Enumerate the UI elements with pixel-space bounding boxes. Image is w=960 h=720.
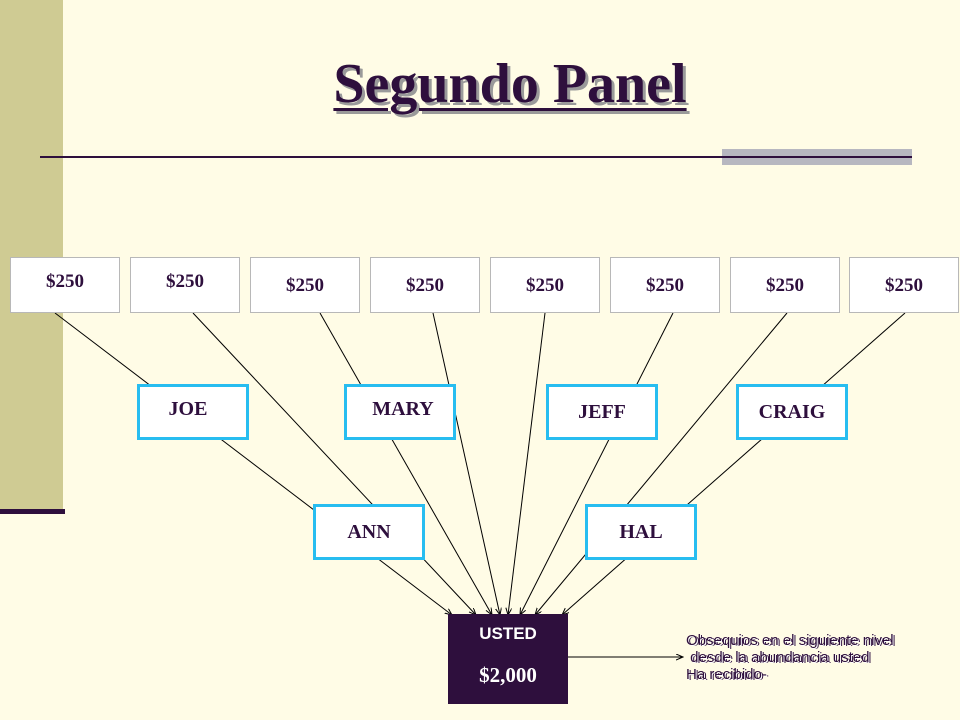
name-box-craig: CRAIG: [736, 384, 848, 440]
name-box-ann: ANN: [313, 504, 425, 560]
amount-label: $250: [166, 271, 204, 292]
name-box-hal: HAL: [585, 504, 697, 560]
connector-line-5: [508, 312, 546, 615]
connector-line-3: [319, 312, 492, 615]
connector-line-2: [192, 312, 476, 615]
amount-box-5: $250: [490, 257, 600, 313]
gift-note-line-3: Ha recibido-: [686, 666, 767, 683]
amount-box-6: $250: [610, 257, 720, 313]
amount-box-3: $250: [250, 257, 360, 313]
amount-box-8: $250: [849, 257, 959, 313]
usted-label: USTED: [479, 624, 537, 643]
connector-line-7: [535, 312, 788, 615]
connector-line-1: [54, 312, 452, 615]
name-label: CRAIG: [758, 401, 826, 423]
amount-box-7: $250: [730, 257, 840, 313]
name-label: JOE: [168, 398, 208, 420]
gift-note: Obsequios en el siguiente nivel desde la…: [686, 632, 956, 683]
gift-note-line-2: desde la abundancia usted: [686, 649, 870, 666]
usted-box: USTED $2,000: [448, 614, 568, 704]
name-box-joe: JOE: [137, 384, 249, 440]
gift-note-line-1: Obsequios en el siguiente nivel: [686, 632, 894, 649]
name-label: HAL: [619, 521, 663, 543]
amount-box-1: $250: [10, 257, 120, 313]
name-label: JEFF: [578, 401, 626, 423]
name-label: ANN: [347, 521, 391, 543]
page-title: Segundo Panel: [333, 53, 687, 115]
left-decor-bar: [0, 0, 63, 510]
connector-line-8: [562, 312, 906, 615]
amount-label: $250: [646, 275, 684, 296]
left-decor-bar-base: [0, 509, 65, 514]
amount-label: $250: [526, 275, 564, 296]
amount-label: $250: [286, 275, 324, 296]
amount-label: $250: [885, 275, 923, 296]
amount-box-2: $250: [130, 257, 240, 313]
name-label: MARY: [372, 398, 434, 420]
name-box-mary: MARY: [344, 384, 456, 440]
title-rule: [40, 156, 912, 158]
connector-line-4: [432, 312, 500, 615]
amount-label: $250: [406, 275, 444, 296]
usted-amount: $2,000: [479, 663, 537, 687]
amount-label: $250: [46, 271, 84, 292]
amount-box-4: $250: [370, 257, 480, 313]
connector-line-6: [520, 312, 674, 615]
name-box-jeff: JEFF: [546, 384, 658, 440]
amount-label: $250: [766, 275, 804, 296]
